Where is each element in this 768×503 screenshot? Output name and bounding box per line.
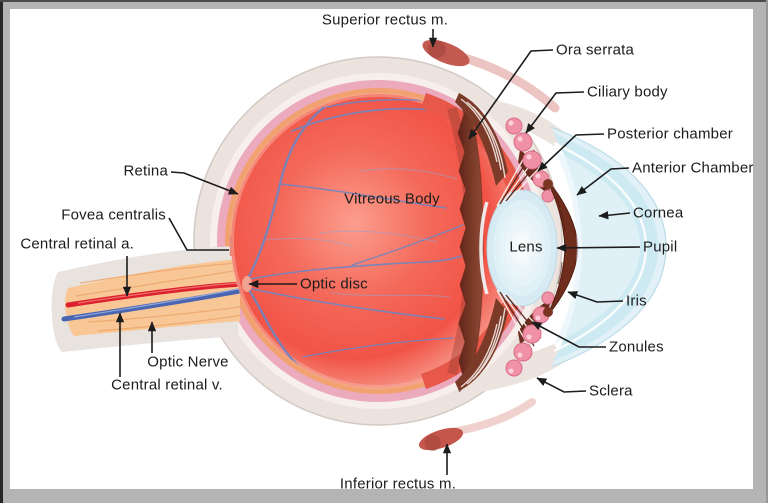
optic-nerve-bundle bbox=[51, 246, 248, 352]
label-inferior-rectus: Inferior rectus m. bbox=[339, 475, 457, 493]
label-iris: Iris bbox=[626, 292, 647, 310]
label-posterior-chamber: Posterior chamber bbox=[607, 125, 733, 143]
leader-fovea-centralis bbox=[168, 217, 229, 251]
leader-zonules bbox=[531, 321, 606, 348]
iris-texture bbox=[555, 195, 566, 301]
central-retinal-vein bbox=[61, 287, 248, 322]
leader-retina bbox=[170, 171, 239, 195]
cornea-outer-edge bbox=[550, 126, 667, 368]
artery-highlight bbox=[77, 282, 243, 304]
ciliary-highlights bbox=[508, 120, 541, 374]
frame-right-edge bbox=[766, 0, 768, 503]
pars-plana-top bbox=[455, 93, 508, 186]
nerve-striations bbox=[75, 262, 243, 332]
label-retina: Retina bbox=[123, 162, 168, 180]
label-optic-nerve: Optic Nerve bbox=[147, 353, 229, 371]
nerve-fibers bbox=[65, 259, 240, 336]
label-ora-serrata: Ora serrata bbox=[556, 41, 635, 59]
label-central-retinal-a: Central retinal a. bbox=[20, 235, 134, 253]
label-fovea-centralis: Fovea centralis bbox=[61, 206, 166, 224]
label-superior-rectus: Superior rectus m. bbox=[321, 11, 449, 29]
thin-vessels bbox=[265, 168, 458, 298]
label-vitreous-body: Vitreous Body bbox=[344, 190, 440, 208]
pars-plana-striations bbox=[460, 98, 506, 388]
label-cornea: Cornea bbox=[633, 204, 684, 222]
label-zonules: Zonules bbox=[609, 338, 664, 356]
retina-cut-edge-band bbox=[457, 93, 484, 393]
frame-top-edge bbox=[0, 0, 768, 2]
vein-highlight bbox=[73, 287, 244, 318]
cornea-inner-surface bbox=[553, 141, 648, 353]
inferior-rectus-shape bbox=[418, 398, 536, 451]
leader-iris bbox=[567, 291, 624, 303]
label-optic-disc: Optic disc bbox=[300, 275, 368, 293]
label-lens: Lens bbox=[509, 238, 543, 256]
label-sclera: Sclera bbox=[589, 382, 633, 400]
lens-rim-highlight bbox=[479, 201, 489, 295]
label-anterior-chamber: Anterior Chamber bbox=[632, 159, 754, 177]
label-central-retinal-v: Central retinal v. bbox=[111, 376, 223, 394]
ora-serrata-region bbox=[421, 93, 552, 393]
label-pupil: Pupil bbox=[643, 238, 678, 256]
retinal-vessels bbox=[243, 98, 474, 388]
leader-pupil bbox=[556, 243, 641, 253]
leader-lines bbox=[115, 29, 641, 475]
leader-sclera bbox=[536, 377, 587, 393]
leader-ciliary-body bbox=[525, 91, 585, 134]
lens-shape bbox=[479, 189, 558, 307]
leader-anterior-chamber bbox=[576, 167, 630, 196]
leader-posterior-chamber bbox=[537, 133, 605, 172]
ciliary-body-shape bbox=[505, 117, 555, 377]
leader-ora-serrata bbox=[468, 49, 554, 140]
frame-left-edge bbox=[0, 0, 3, 503]
leader-cornea bbox=[598, 211, 631, 220]
label-ciliary-body: Ciliary body bbox=[587, 83, 668, 101]
pars-plana-bottom bbox=[455, 298, 508, 391]
